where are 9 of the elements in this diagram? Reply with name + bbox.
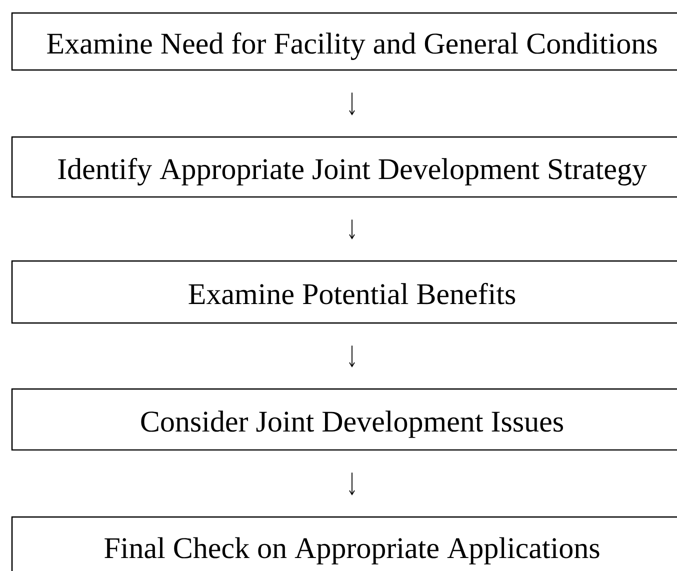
arrow <box>349 345 355 368</box>
process-box: Consider Joint Development Issues <box>11 388 677 451</box>
process-box: Examine Potential Benefits <box>11 260 677 324</box>
arrow <box>349 472 355 496</box>
arrow <box>349 92 355 116</box>
process-box: Examine Need for Facility and General Conditions <box>11 12 677 71</box>
process-box: Final Check on Appropriate Applications <box>11 516 677 571</box>
process-box: Identify Appropriate Joint Development Strategy <box>11 136 677 198</box>
arrow <box>349 219 355 240</box>
